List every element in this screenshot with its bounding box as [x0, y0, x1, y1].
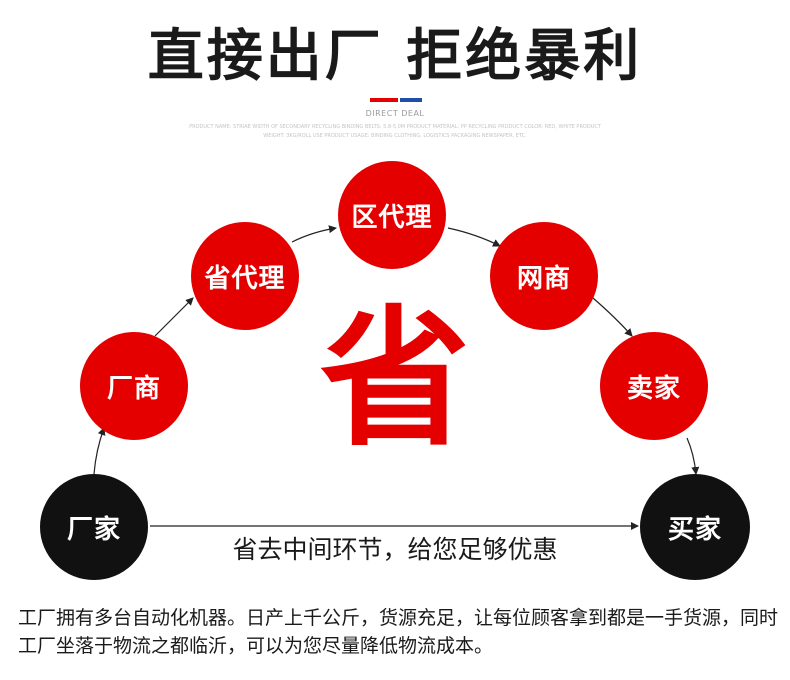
arrow-factory-to-manufacturer — [93, 427, 106, 475]
subtitle: DIRECT DEAL — [365, 109, 425, 118]
node-district-agent: 区代理 — [338, 161, 446, 269]
node-buyer: 买家 — [640, 474, 750, 580]
node-provincial-agent: 省代理 — [191, 222, 299, 330]
center-save-character: 省 — [319, 293, 470, 467]
arrow-manufacturer-to-provincial — [154, 297, 194, 337]
node-provincial-agent-label: 省代理 — [204, 263, 286, 294]
node-factory: 厂家 — [40, 474, 148, 580]
description-paragraph: 工厂拥有多台自动化机器。日产上千公斤，货源充足，让每位顾客拿到都是一手货源，同时… — [18, 607, 779, 657]
arrow-provincial-to-district — [291, 225, 337, 243]
accent-bar-red — [370, 98, 398, 102]
arrow-online-to-seller — [592, 297, 633, 337]
accent-bar-blue — [400, 98, 422, 102]
node-seller: 卖家 — [600, 332, 708, 440]
node-online-store-label: 网商 — [516, 263, 571, 294]
node-buyer-label: 买家 — [667, 514, 722, 545]
arrow-district-to-online — [447, 227, 501, 247]
fine-print: PRODUCT NAME: STRIAE WIDTH OF SECONDARY … — [189, 124, 601, 139]
node-seller-label: 卖家 — [626, 373, 681, 404]
node-factory-label: 厂家 — [66, 514, 121, 545]
node-online-store: 网商 — [490, 222, 598, 330]
title-accent-bar — [370, 98, 422, 102]
node-district-agent-label: 区代理 — [351, 202, 433, 233]
page-title: 直接出厂 拒绝暴利 — [147, 24, 643, 89]
node-manufacturer-label: 厂商 — [106, 373, 161, 404]
node-manufacturer: 厂商 — [80, 332, 188, 440]
arrow-seller-to-buyer — [686, 437, 700, 475]
bottom-caption: 省去中间环节，给您足够优惠 — [232, 535, 558, 564]
